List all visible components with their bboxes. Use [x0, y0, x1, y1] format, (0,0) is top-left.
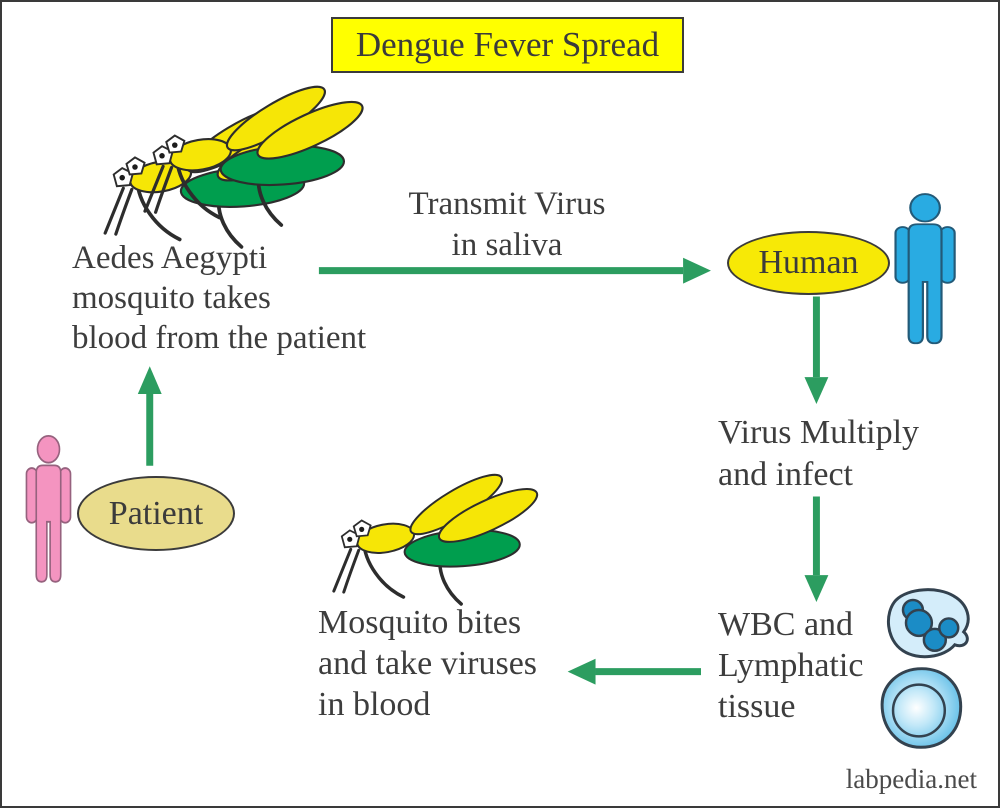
wbc-lymphatic-label: WBC and Lymphatic tissue — [718, 606, 864, 725]
transmit-arrow-right — [318, 257, 711, 284]
mosquito-bites-label: Mosquito bites and take viruses in blood — [318, 604, 538, 723]
human-figure-icon — [894, 192, 956, 345]
virus-to-wbc-arrow-down — [804, 496, 829, 603]
diagram-title-text: Dengue Fever Spread — [355, 25, 660, 64]
biting-mosquito-icon — [332, 463, 545, 606]
lymphocyte-cell-icon — [880, 667, 963, 749]
wbc-cell-icon — [886, 588, 970, 659]
patient-node-label: Patient — [108, 494, 204, 532]
patient-node: Patient — [77, 476, 235, 551]
patient-to-mosquito-arrow-up — [137, 366, 162, 466]
aedes-mosquito-pair-icon — [103, 74, 371, 249]
human-node: Human — [727, 231, 890, 295]
diagram-title: Dengue Fever Spread — [331, 17, 684, 73]
aedes-caption: Aedes Aegypti mosquito takes blood from … — [72, 240, 367, 356]
patient-figure-icon — [25, 434, 72, 583]
flow-arrows — [137, 257, 829, 685]
human-node-label: Human — [758, 244, 859, 281]
transmit-virus-label: Transmit Virus in saliva — [408, 186, 606, 263]
human-to-virus-arrow-down — [804, 296, 829, 404]
virus-multiply-label: Virus Multiply and infect — [718, 414, 920, 493]
wbc-to-mosquito-arrow-left — [567, 658, 701, 685]
watermark-text: labpedia.net — [845, 764, 977, 794]
